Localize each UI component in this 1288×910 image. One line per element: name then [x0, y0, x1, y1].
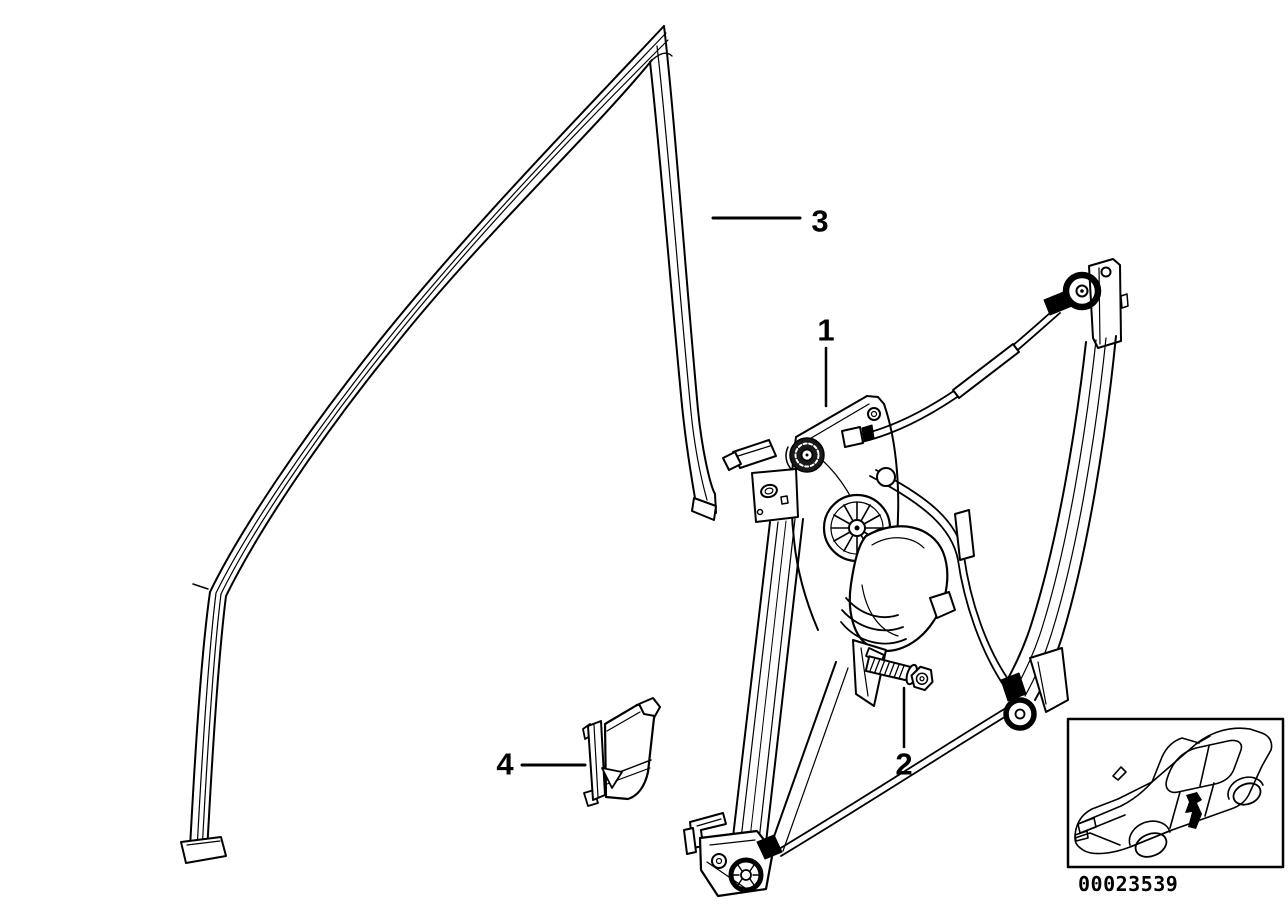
callout-leader-lines	[522, 218, 904, 765]
regulator-cable-upper	[842, 306, 1060, 447]
callout-label-2[interactable]: 2	[895, 746, 913, 782]
bolt-drawing	[865, 652, 936, 692]
window-regulator-drawing	[684, 259, 1128, 896]
window-guide-seal-drawing	[181, 26, 716, 863]
callout-label-3[interactable]: 3	[811, 203, 829, 239]
regulator-top-pulley	[1044, 259, 1128, 348]
regulator-serrated-pulley	[786, 438, 824, 472]
regulator-motor	[841, 522, 955, 706]
callout-label-4[interactable]: 4	[496, 746, 514, 782]
callout-label-1[interactable]: 1	[817, 312, 835, 348]
car-outline-thumbnail	[1075, 728, 1272, 861]
regulator-left-rail	[731, 519, 848, 860]
regulator-cable-lower	[870, 470, 1010, 686]
regulator-right-rail	[1001, 336, 1116, 728]
regulator-bottom-foot	[684, 708, 1008, 896]
regulator-left-mount	[723, 440, 798, 522]
clamp-bracket-drawing	[583, 698, 660, 806]
diagram-part-number: 00023539	[1078, 872, 1179, 896]
car-location-inset	[1068, 719, 1283, 867]
door-location-marker	[1185, 792, 1202, 829]
